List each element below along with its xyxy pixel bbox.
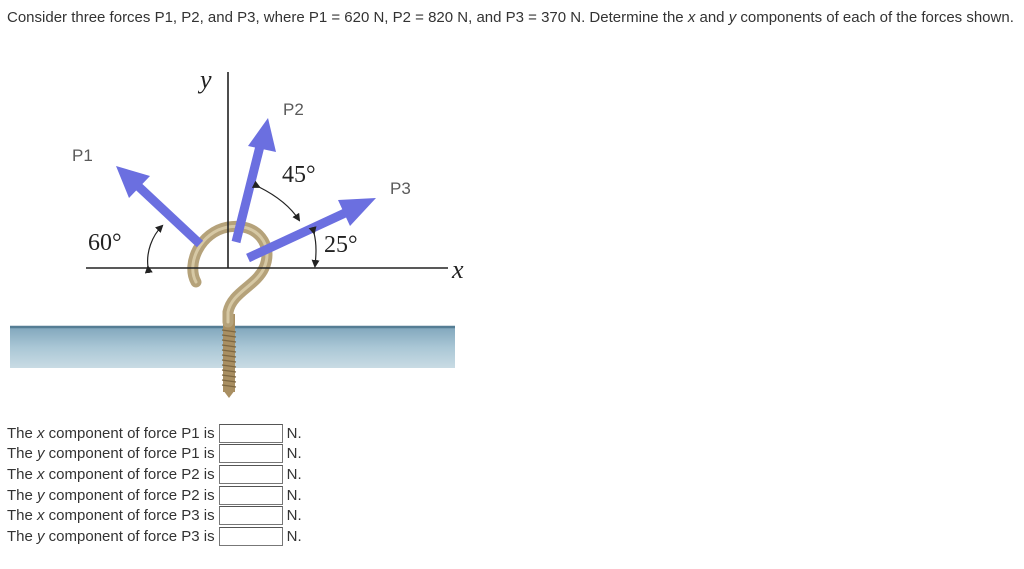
axis-x-label: x [451,255,464,284]
answer-label: The y component of force P2 is [7,486,215,504]
angle-arc-p3 [308,226,320,268]
unit-label: N. [286,507,302,525]
p1-arrow [116,166,204,248]
angle-arc-p2 [251,180,301,222]
problem-and: and [695,9,729,26]
problem-text-1: Consider three forces P1, P2, and P3, wh… [7,9,688,26]
answer-row-p3-x: The x component of force P3 is N. [7,505,302,526]
p2-label: P2 [283,100,304,119]
unit-label: N. [286,465,302,483]
force-diagram: P1 P2 P3 60° 45° 25° x y [10,65,464,398]
p3-label: P3 [390,179,411,198]
p1-x-input[interactable] [218,423,283,443]
answer-label: The x component of force P1 is [7,424,215,442]
answer-row-p2-x: The x component of force P2 is N. [7,464,302,485]
answer-row-p1-x: The x component of force P1 is N. [7,423,302,444]
answer-label: The y component of force P1 is [7,445,215,463]
p1-label: P1 [72,146,93,165]
p3-y-input[interactable] [218,526,283,546]
answer-row-p2-y: The y component of force P2 is N. [7,485,302,506]
p2-x-input[interactable] [218,464,283,484]
unit-label: N. [286,486,302,504]
problem-y-var: y [728,9,737,26]
p3-x-input[interactable] [218,506,283,526]
answer-label: The y component of force P3 is [7,527,215,545]
unit-label: N. [286,424,302,442]
angle-arc-p1 [144,224,164,274]
problem-text-2: components of each of the forces shown. [736,9,1014,26]
p3-arrow [246,198,376,263]
unit-label: N. [286,445,302,463]
unit-label: N. [286,527,302,545]
angle-label-p1: 60° [88,230,122,256]
answer-section: The x component of force P1 is N. The y … [7,423,302,547]
answer-row-p3-y: The y component of force P3 is N. [7,526,302,547]
axis-y-label: y [197,65,212,94]
p1-y-input[interactable] [218,444,283,464]
answer-label: The x component of force P3 is [7,507,215,525]
angle-label-p3: 25° [324,232,358,258]
screw-shank [221,314,237,398]
p2-y-input[interactable] [218,485,283,505]
p2-arrow [231,118,276,244]
problem-statement: Consider three forces P1, P2, and P3, wh… [7,8,1017,28]
answer-row-p1-y: The y component of force P1 is N. [7,444,302,465]
answer-label: The x component of force P2 is [7,465,215,483]
problem-x-var: x [687,9,696,26]
angle-label-p2: 45° [282,162,316,188]
